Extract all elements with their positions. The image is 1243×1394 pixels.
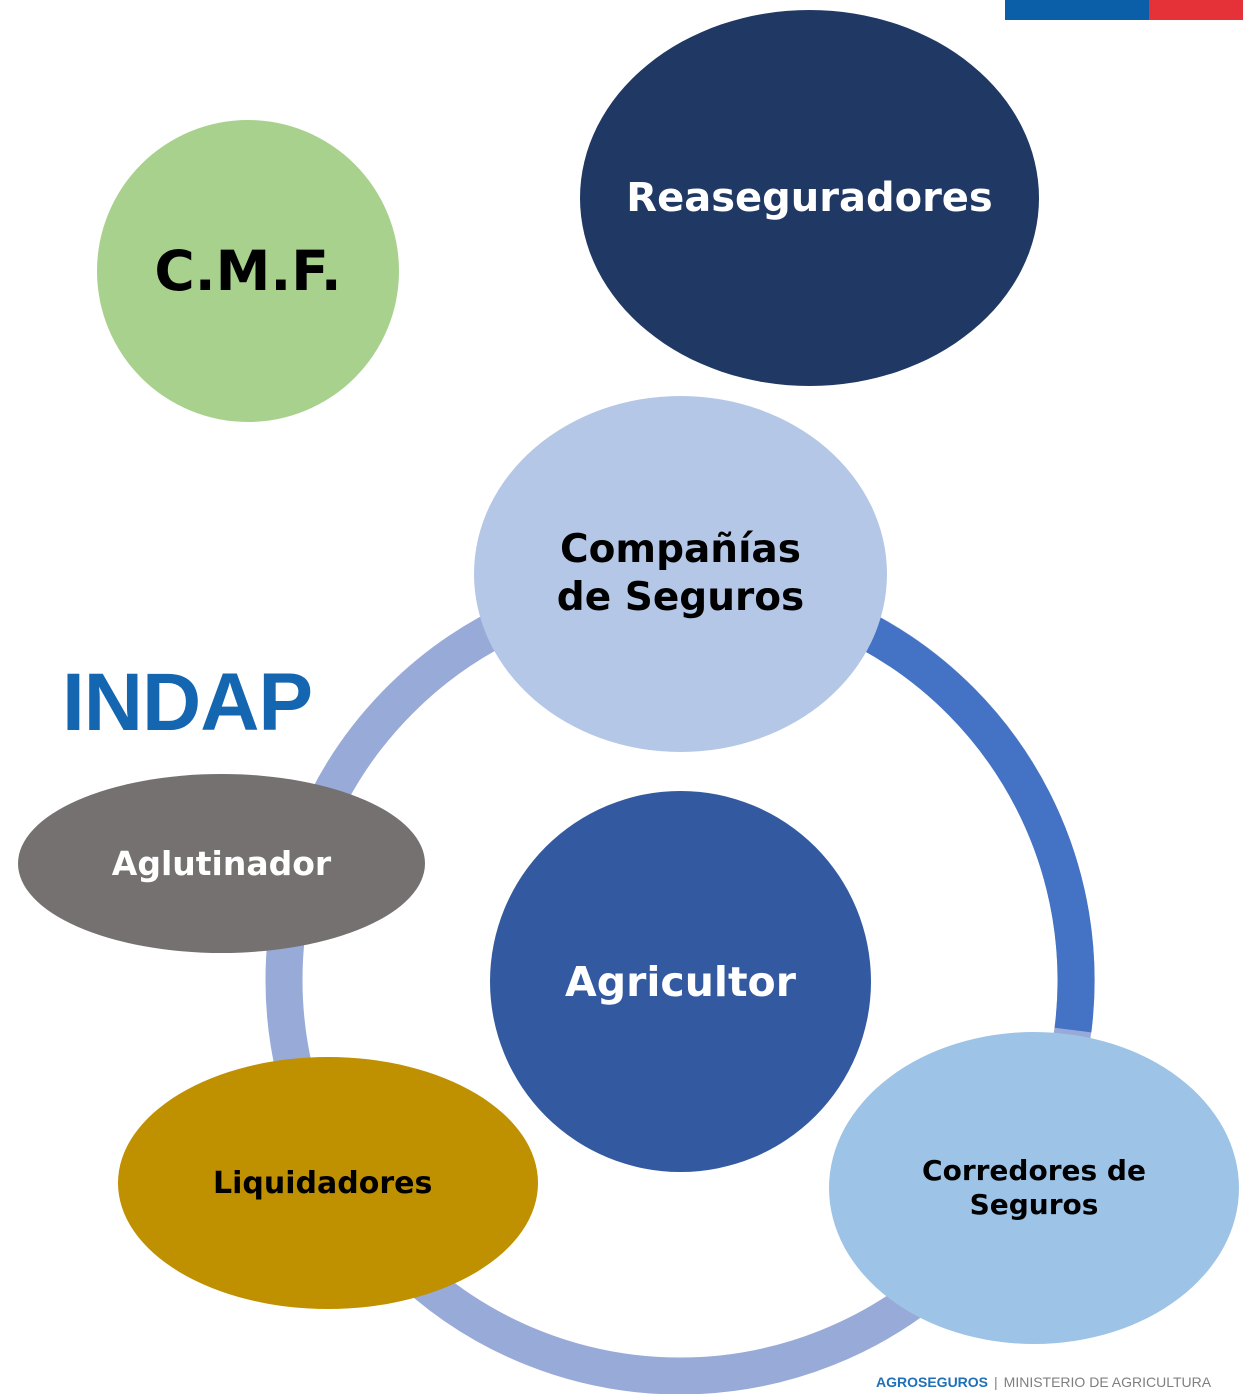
footer: AGROSEGUROS | MINISTERIO DE AGRICULTURA xyxy=(876,1375,1211,1389)
flag-stripe-red xyxy=(1149,0,1243,20)
node-reaseguradores: Reaseguradores xyxy=(580,10,1039,386)
node-agricultor-label: Agricultor xyxy=(565,957,796,1006)
node-corredores-de-seguros: Corredores de Seguros xyxy=(829,1032,1239,1344)
flag-stripe-blue xyxy=(1005,0,1149,20)
node-cmf: C.M.F. xyxy=(97,120,399,422)
footer-separator: | xyxy=(994,1374,998,1390)
node-corredores-label: Corredores de Seguros xyxy=(922,1154,1146,1221)
footer-brand: AGROSEGUROS xyxy=(876,1374,989,1390)
node-reaseguradores-label: Reaseguradores xyxy=(626,175,993,221)
indap-logo: INDAP xyxy=(62,657,313,748)
node-liquidadores-label: Liquidadores xyxy=(213,1165,433,1201)
node-liquidadores: Liquidadores xyxy=(118,1057,538,1309)
node-agricultor: Agricultor xyxy=(490,791,871,1172)
node-cmf-label: C.M.F. xyxy=(154,239,342,303)
node-companias-label: Compañías de Seguros xyxy=(556,527,805,620)
node-aglutinador: Aglutinador xyxy=(18,774,425,953)
ring-arc-dark xyxy=(861,616,1095,1033)
node-aglutinador-label: Aglutinador xyxy=(111,844,332,883)
node-companias-de-seguros: Compañías de Seguros xyxy=(474,396,887,752)
footer-ministry: MINISTERIO DE AGRICULTURA xyxy=(1003,1374,1212,1390)
